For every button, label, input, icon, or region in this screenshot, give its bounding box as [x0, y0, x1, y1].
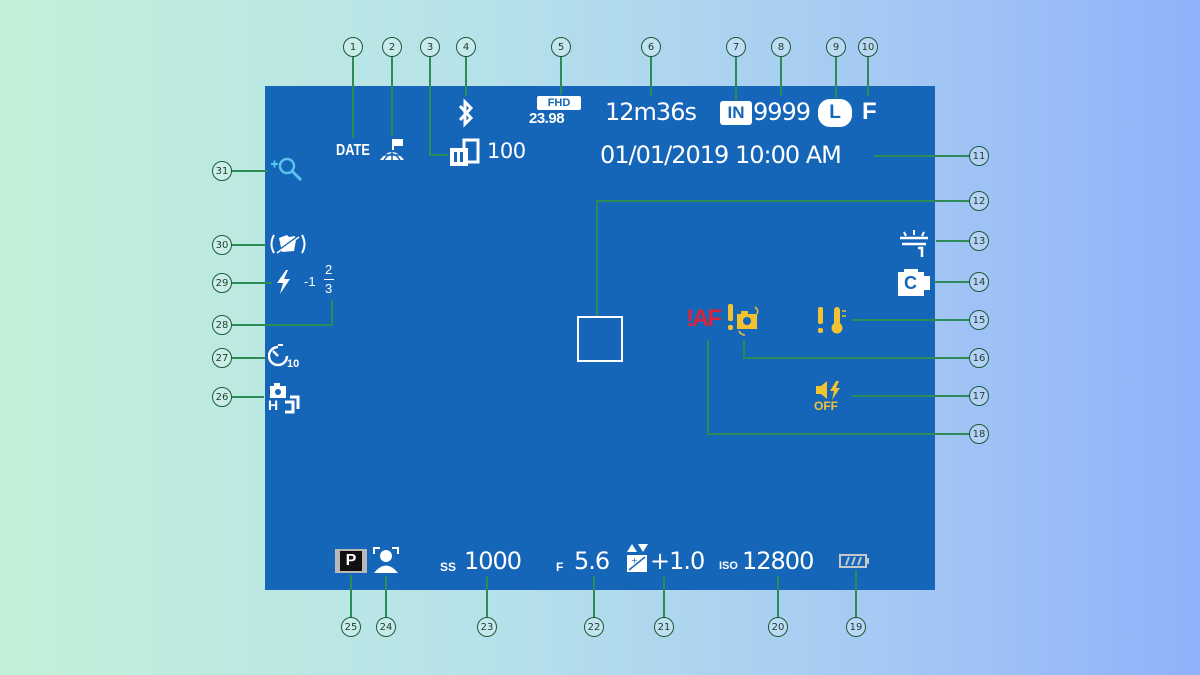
callout-16: 16	[969, 348, 989, 368]
callout-12: 12	[969, 191, 989, 211]
location-globe-icon	[380, 139, 404, 161]
callout-1: 1	[343, 37, 363, 57]
self-timer-value: 10	[287, 358, 300, 370]
temperature-warning-icon	[818, 307, 846, 334]
callout-14: 14	[969, 272, 989, 292]
flash-compensation: -1	[304, 274, 316, 289]
callout-31: 31	[212, 161, 232, 181]
date-stamp-label: DATE	[336, 142, 370, 159]
camera-shake-icon	[728, 304, 759, 336]
callout-23: 23	[477, 617, 497, 637]
callout-11: 11	[969, 146, 989, 166]
sound-flash-off-icon	[816, 381, 840, 400]
shooting-mode-label: P	[345, 552, 357, 569]
frame-count: 100	[487, 139, 526, 163]
callout-30: 30	[212, 235, 232, 255]
bluetooth-icon	[458, 98, 474, 128]
svg-text:+: +	[631, 556, 638, 565]
image-size-label: L	[829, 102, 841, 123]
video-format-label: FHD	[547, 97, 571, 109]
callout-19: 19	[846, 617, 866, 637]
callout-8: 8	[771, 37, 791, 57]
callout-22: 22	[584, 617, 604, 637]
focus-frame	[577, 316, 623, 362]
callout-5: 5	[551, 37, 571, 57]
memory-label: IN	[727, 103, 745, 122]
flash-comp-fraction-bar	[324, 279, 334, 280]
iso-prefix: ISO	[719, 560, 738, 572]
callout-25: 25	[341, 617, 361, 637]
video-format-box: FHD	[537, 96, 581, 110]
camera-lcd-screen	[265, 86, 935, 590]
image-size-indicator: L	[818, 99, 852, 127]
callout-20: 20	[768, 617, 788, 637]
callout-10: 10	[858, 37, 878, 57]
callout-21: 21	[654, 617, 674, 637]
leader-line-18	[707, 340, 970, 435]
callout-3: 3	[420, 37, 440, 57]
leader-line-16	[743, 340, 970, 359]
callout-24: 24	[376, 617, 396, 637]
callout-7: 7	[726, 37, 746, 57]
callout-4: 4	[456, 37, 476, 57]
callout-26: 26	[212, 387, 232, 407]
callout-2: 2	[382, 37, 402, 57]
callout-27: 27	[212, 348, 232, 368]
video-mode-indicator: FHD 23.98	[529, 96, 593, 130]
iso-value: 12800	[742, 547, 814, 575]
shutter-prefix: SS	[440, 560, 457, 574]
leader-line-12	[596, 200, 970, 316]
callout-18: 18	[969, 424, 989, 444]
af-warning-indicator: !AF	[686, 305, 722, 332]
exposure-comp-icon: +	[627, 544, 648, 572]
drive-mode-label: H	[268, 397, 279, 413]
video-framerate: 23.98	[529, 110, 565, 127]
drive-mode-icon	[270, 383, 300, 414]
frame-counter-icon	[450, 138, 480, 166]
callout-17: 17	[969, 386, 989, 406]
callout-6: 6	[641, 37, 661, 57]
image-stabilization-icon	[270, 234, 306, 254]
white-balance-icon	[900, 230, 928, 257]
date-time: 01/01/2019 10:00 AM	[600, 141, 842, 169]
shutter-speed: 1000	[464, 547, 522, 575]
callout-29: 29	[212, 273, 232, 293]
leader-line-3	[429, 56, 448, 156]
shooting-mode-indicator: P	[335, 549, 367, 573]
flash-comp-denominator: 3	[325, 281, 333, 296]
film-simulation-icon	[898, 269, 930, 296]
leader-line-28	[231, 300, 333, 326]
film-simulation-label: C	[904, 273, 917, 293]
callout-9: 9	[826, 37, 846, 57]
memory-indicator: IN	[720, 101, 752, 125]
frames-remaining: 9999	[753, 98, 811, 126]
sound-flash-off-label: OFF	[814, 399, 838, 413]
flash-comp-numerator: 2	[325, 262, 333, 277]
flash-icon	[277, 270, 290, 294]
image-quality: F	[862, 98, 877, 125]
face-detect-icon	[373, 547, 399, 573]
callout-28: 28	[212, 315, 232, 335]
recording-time: 12m36s	[605, 98, 697, 126]
callout-13: 13	[969, 231, 989, 251]
touch-zoom-icon	[271, 157, 303, 182]
self-timer-icon	[268, 344, 289, 367]
exposure-compensation: +1.0	[650, 547, 705, 575]
aperture-prefix: F	[556, 560, 564, 574]
battery-icon	[839, 554, 869, 568]
aperture-value: 5.6	[574, 547, 610, 575]
callout-15: 15	[969, 310, 989, 330]
